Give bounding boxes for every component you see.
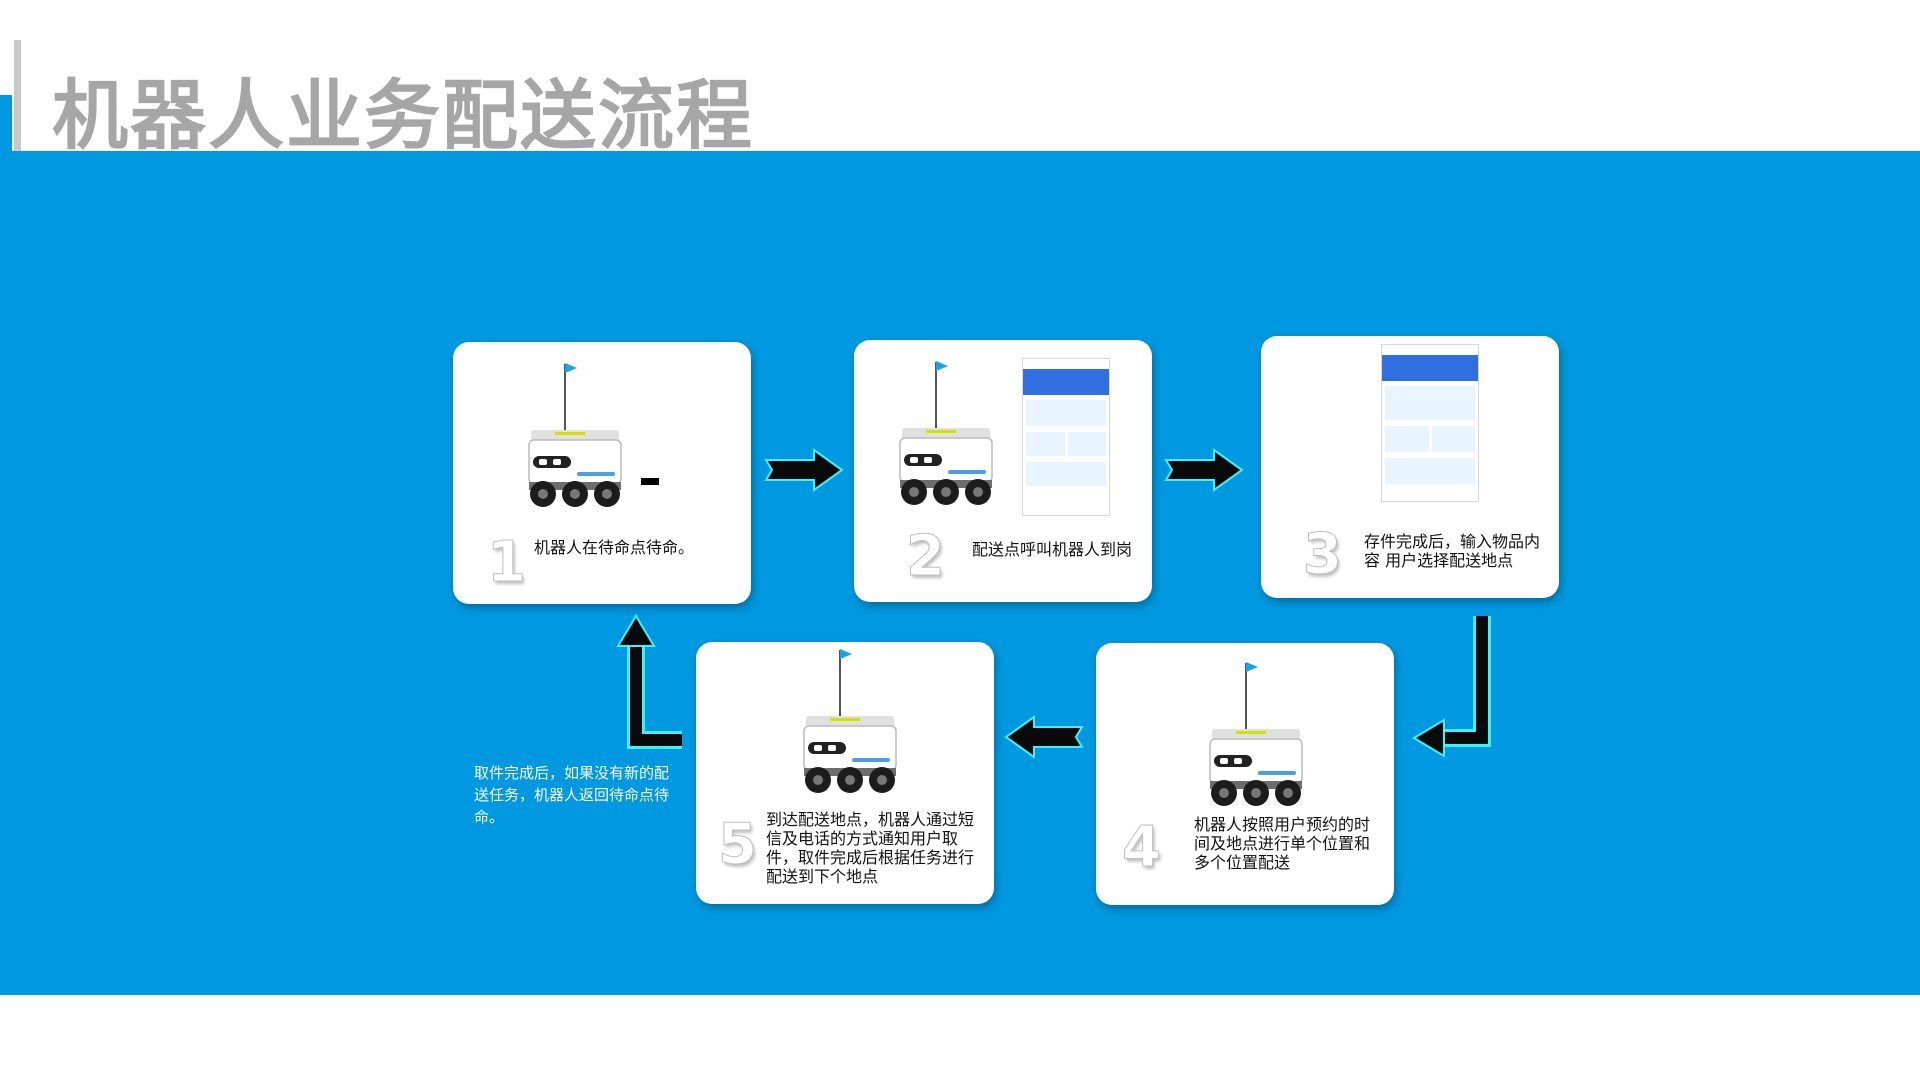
arrow-step5-to-step1 (616, 614, 682, 749)
step-card-1: 1 机器人在待命点待命。 (453, 342, 751, 604)
title-accent-marker (0, 95, 12, 153)
step-text-5: 到达配送地点，机器人通过短信及电话的方式通知用户取件，取件完成后根据任务进行配送… (766, 810, 975, 886)
arrow-step4-to-step5 (1004, 715, 1084, 759)
step-number-4: 4 (1122, 815, 1162, 881)
delivery-robot-icon (899, 361, 993, 505)
step-card-2: 2 配送点呼叫机器人到岗 (854, 340, 1152, 602)
step-number-5: 5 (718, 812, 758, 878)
step-text-3: 存件完成后，输入物品内容 用户选择配送地点 (1364, 532, 1541, 570)
step-number-2: 2 (906, 524, 946, 590)
step-card-3: 3 存件完成后，输入物品内容 用户选择配送地点 (1261, 336, 1559, 598)
title-accent-bar (14, 40, 21, 153)
step-text-2: 配送点呼叫机器人到岗 (972, 540, 1133, 559)
step-text-1: 机器人在待命点待命。 (534, 538, 695, 557)
arrow-step2-to-step3 (1164, 448, 1244, 492)
arrow-step1-to-step2 (764, 448, 844, 492)
step-number-1: 1 (487, 530, 527, 596)
page-title: 机器人业务配送流程 (52, 71, 754, 160)
step-text-4: 机器人按照用户预约的时间及地点进行单个位置和多个位置配送 (1194, 815, 1371, 872)
phone-app-icon (1381, 344, 1479, 502)
step-number-3: 3 (1303, 522, 1343, 588)
delivery-robot-icon (1209, 662, 1303, 806)
step-card-4: 4 机器人按照用户预约的时间及地点进行单个位置和多个位置配送 (1096, 643, 1394, 905)
arrow-step3-to-step4 (1412, 616, 1491, 758)
dash-mark (641, 478, 659, 485)
delivery-robot-icon (803, 649, 897, 793)
step-card-5: 5 到达配送地点，机器人通过短信及电话的方式通知用户取件，取件完成后根据任务进行… (696, 642, 994, 904)
phone-app-icon (1022, 358, 1110, 516)
delivery-robot-icon (528, 363, 622, 507)
return-note: 取件完成后，如果没有新的配送任务，机器人返回待命点待命。 (474, 764, 670, 826)
